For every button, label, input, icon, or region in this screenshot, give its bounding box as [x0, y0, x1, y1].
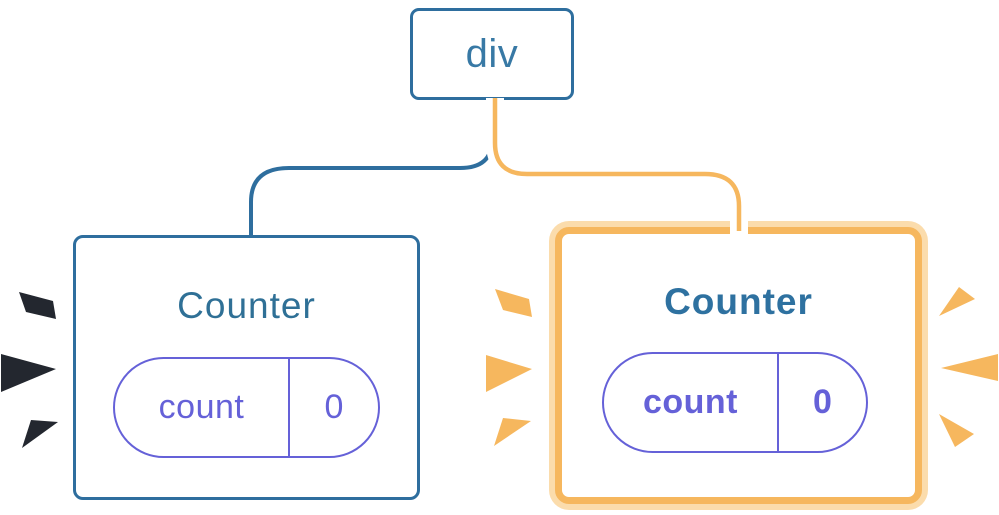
left-counter-card: Counter count 0 — [73, 235, 420, 500]
right-state-value: 0 — [777, 354, 866, 451]
right-counter-title: Counter — [664, 281, 813, 322]
root-node-label: div — [465, 31, 519, 76]
burst-left-middle-icon — [1, 354, 56, 392]
burst-right-card-left-middle-icon — [486, 355, 532, 392]
root-node-div: div — [410, 8, 574, 100]
right-counter-card: Counter count 0 — [555, 227, 922, 504]
left-state-key: count — [158, 388, 245, 426]
burst-right-card-left-top-icon — [495, 289, 532, 317]
left-counter-state-pill: count 0 — [113, 357, 380, 458]
right-counter-state-pill: count 0 — [602, 352, 868, 453]
burst-right-card-left-bottom-icon — [494, 418, 531, 446]
right-state-key: count — [642, 383, 739, 421]
burst-left-bottom-icon — [22, 420, 58, 448]
burst-right-card-right-top-icon — [939, 287, 975, 316]
burst-left-top-icon — [19, 292, 56, 319]
burst-right-card-right-bottom-icon — [939, 414, 974, 447]
edge-div-to-left-counter — [249, 98, 494, 238]
burst-right-card-right-middle-icon — [941, 354, 998, 381]
left-counter-title: Counter — [177, 285, 316, 326]
left-state-value: 0 — [288, 359, 378, 456]
